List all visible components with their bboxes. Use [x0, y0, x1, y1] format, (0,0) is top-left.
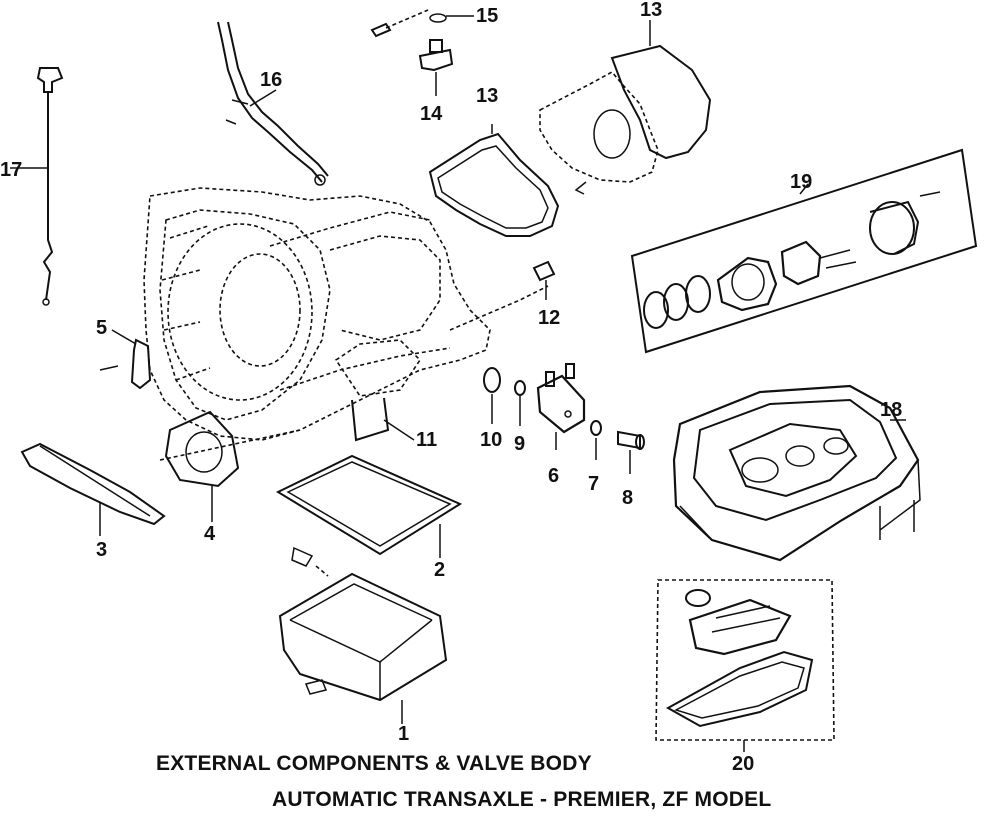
callout-14: 14	[420, 103, 443, 125]
callout-labels: 1 2 3 4 5 6 7 8 9 10 11 12 13 13 14 15 1…	[0, 0, 902, 775]
callout-2: 2	[434, 559, 445, 581]
filter-kit-part-20	[655, 579, 835, 752]
sensor-part-14	[418, 39, 454, 96]
callout-1: 1	[398, 723, 409, 745]
caption-line-2: AUTOMATIC TRANSAXLE - PREMIER, ZF MODEL	[272, 788, 772, 811]
washer-part-7	[590, 420, 602, 460]
callout-19: 19	[790, 171, 812, 193]
filler-tube-part-16	[217, 21, 329, 186]
callout-13-rear: 13	[640, 0, 662, 21]
transaxle-case	[143, 187, 549, 461]
oring-part-9	[514, 380, 526, 426]
bracket-part-5	[99, 329, 152, 390]
caption-line-1: EXTERNAL COMPONENTS & VALVE BODY	[156, 752, 592, 775]
callout-20: 20	[732, 753, 754, 775]
bracket-part-11	[351, 397, 415, 442]
callout-15: 15	[476, 5, 498, 27]
callout-10: 10	[480, 429, 502, 451]
case-cover-part-13-rear	[539, 20, 712, 195]
cooler-part-6	[536, 363, 586, 450]
callout-4: 4	[204, 523, 216, 545]
case-cover-part-13-front	[428, 124, 560, 237]
callout-13-front: 13	[476, 85, 498, 107]
callout-7: 7	[588, 473, 599, 495]
callout-12: 12	[538, 307, 560, 329]
differential-kit-part-19	[630, 148, 978, 354]
callout-17: 17	[0, 159, 22, 181]
pan-gasket-part-2	[275, 454, 463, 558]
callout-11: 11	[416, 429, 437, 451]
dipstick-part-17	[10, 67, 64, 306]
gasket-part-4	[164, 410, 240, 522]
callout-6: 6	[548, 465, 559, 487]
callout-3: 3	[96, 539, 107, 561]
oil-pan-part-1	[278, 546, 448, 724]
callout-16: 16	[260, 69, 282, 91]
callout-8: 8	[622, 487, 633, 509]
plug-part-12	[532, 260, 556, 300]
valve-body-part-18	[672, 384, 921, 562]
bolt-part-8	[617, 430, 645, 474]
callout-9: 9	[514, 433, 525, 455]
callout-5: 5	[96, 317, 107, 339]
callout-18: 18	[880, 399, 902, 421]
shield-part-3	[20, 442, 166, 536]
sensor-part-15	[370, 9, 474, 38]
seal-part-10	[483, 367, 501, 424]
